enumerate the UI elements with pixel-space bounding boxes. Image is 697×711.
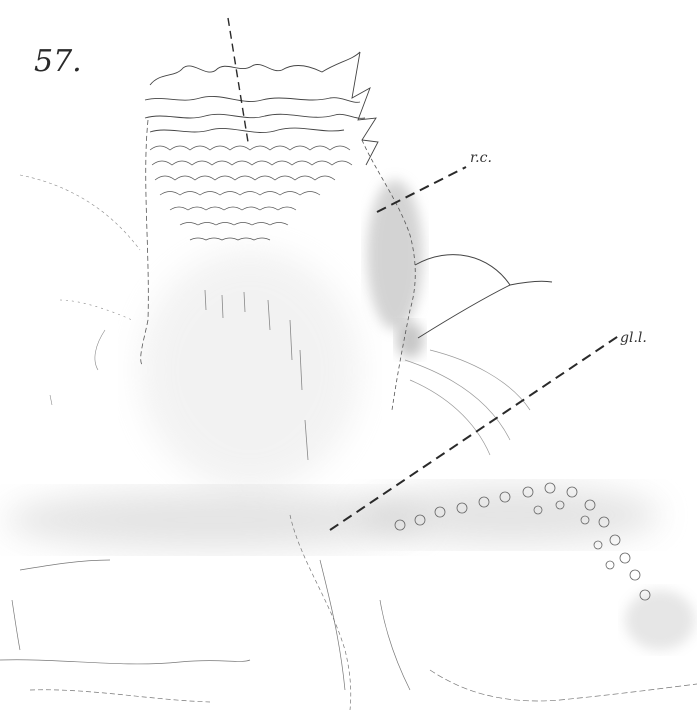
left-contours [20, 175, 140, 405]
leader-top [228, 18, 248, 142]
lateral-lobe [405, 255, 552, 455]
label-rc: r.c. [470, 150, 492, 166]
shading [5, 180, 695, 650]
figure-number: 57. [34, 44, 82, 79]
label-gll: gl.l. [620, 330, 647, 346]
crown-ruffles [145, 52, 378, 165]
scale-rows [150, 146, 352, 240]
